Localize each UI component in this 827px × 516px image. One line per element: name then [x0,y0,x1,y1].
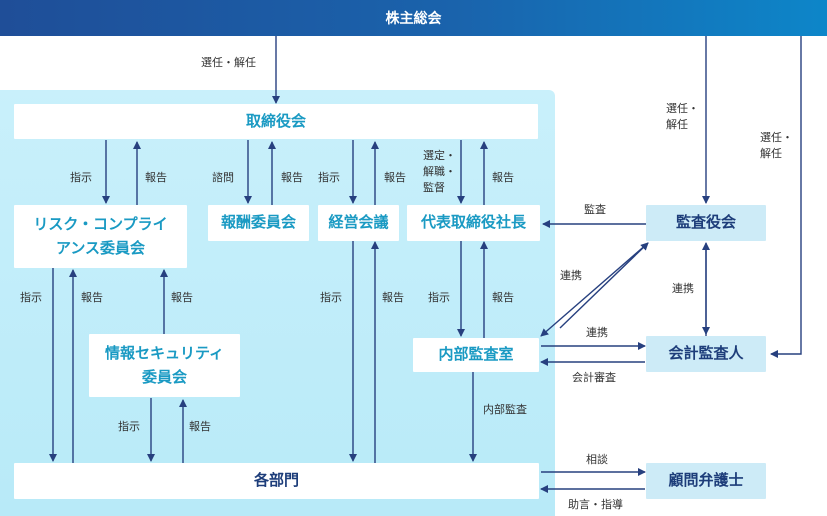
remuneration-committee-label: 報酬委員会 [220,213,296,232]
board-of-directors-label: 取締役会 [245,111,306,130]
internal-audit-office-label: 内部監査室 [438,345,514,364]
label-elect-dismiss: 選任・解任 [201,56,256,69]
risk-committee-line2: アンス委員会 [55,238,146,257]
label-internal-audit-departments: 内部監査 [483,403,527,416]
ceo-label: 代表取締役社長 [420,213,526,232]
label-report-departments-risk: 報告 [81,291,103,304]
label-ceo-selection: 選定・ 解職・ 監督 [423,149,456,194]
legal-advisor-label: 顧問弁護士 [668,471,744,490]
label-report-risk: 報告 [145,171,167,184]
label-advice-guidance: 助言・指導 [568,498,623,511]
label-report-departments-infosec: 報告 [189,420,211,433]
infosec-committee-line2: 委員会 [141,367,187,386]
internal-audit-office-box: 内部監査室 [413,338,539,372]
label-coop-audit-accounting: 連携 [586,326,608,339]
label-instruct-management-departments: 指示 [320,291,342,304]
label-instruct-risk-departments: 指示 [20,291,42,304]
label-consult: 諮問 [212,171,234,184]
label-report-management: 報告 [384,171,406,184]
shareholders-meeting: 株主総会 [0,0,827,36]
label-report-departments-management: 報告 [382,291,404,304]
label-report-infosec-risk: 報告 [171,291,193,304]
legal-advisor-box: 顧問弁護士 [646,463,766,499]
label-elect-dismiss-accounting: 選任・ 解任 [760,131,793,160]
risk-compliance-committee-box: リスク・コンプライ アンス委員会 [14,205,187,268]
management-meeting-box: 経営会議 [318,205,399,241]
label-instruct-infosec-departments: 指示 [118,420,140,433]
label-coop-auditors-audit: 連携 [560,269,582,282]
audit-board-label: 監査役会 [675,213,736,232]
label-report-ceo: 報告 [492,171,514,184]
label-elect-dismiss-auditors: 選任・ 解任 [666,102,699,131]
shareholders-meeting-label: 株主総会 [385,11,442,27]
infosec-committee-box: 情報セキュリティ 委員会 [89,334,240,397]
arrow-shareholders-accounting [770,36,802,358]
departments-box: 各部門 [14,463,539,499]
label-instruct-risk: 指示 [70,171,92,184]
label-instruct-ceo-audit: 指示 [428,291,450,304]
accounting-auditor-label: 会計監査人 [668,344,744,363]
label-coop-auditors-accounting: 連携 [672,282,694,295]
label-audit: 監査 [584,203,606,216]
infosec-committee-line1: 情報セキュリティ [104,344,225,363]
arrow-auditors-audit [540,242,649,337]
audit-board-box: 監査役会 [646,205,766,241]
company-organization-area [0,90,555,516]
board-of-directors-box: 取締役会 [14,104,538,139]
label-report-audit-ceo: 報告 [492,291,514,304]
label-consultation: 相談 [586,453,608,466]
risk-committee-line1: リスク・コンプライ [33,215,168,234]
management-meeting-label: 経営会議 [328,213,389,232]
label-instruct-management: 指示 [318,171,340,184]
label-report-remuneration: 報告 [281,171,303,184]
accounting-auditor-box: 会計監査人 [646,336,766,372]
remuneration-committee-box: 報酬委員会 [208,205,309,241]
departments-label: 各部門 [253,471,299,490]
arrow-audit-auditors [559,242,649,329]
label-accounting-audit: 会計審査 [572,371,616,384]
ceo-box: 代表取締役社長 [407,205,540,241]
